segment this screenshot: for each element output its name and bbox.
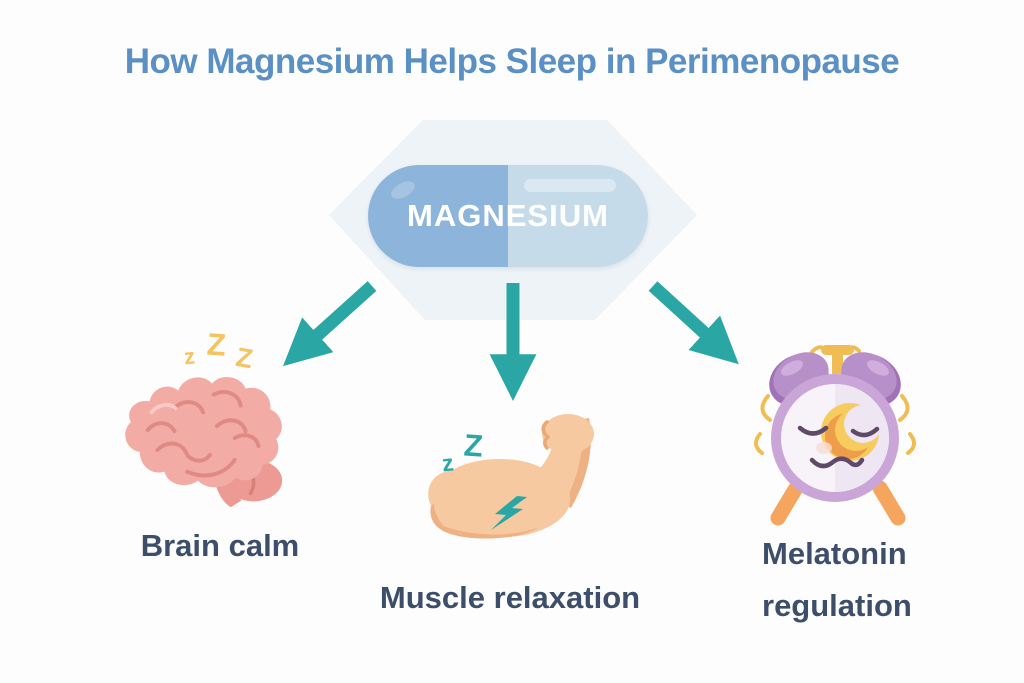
pill-label: MAGNESIUM [407,198,609,233]
pill-left-half [368,165,508,267]
brain-highlight [149,402,178,415]
sleep-z-muscle-1: z [440,449,455,477]
brain-gyri-lines [145,390,261,478]
benefit-label-melatonin-regulation: Melatonin regulation [762,528,982,632]
arrows-group [283,281,739,401]
sleep-z-brain-1: z [182,343,197,370]
clock-legs [770,480,906,526]
clock-face-features [797,425,880,469]
arrow-to-clock-icon [648,281,739,365]
melatonin-label-line1: Melatonin [762,536,907,571]
pill-right-half [508,165,648,267]
arrow-to-brain-icon [283,281,377,367]
page-title: How Magnesium Helps Sleep in Perimenopau… [124,42,900,81]
sleepy-alarm-clock-icon [754,345,916,526]
benefit-label-muscle-relaxation: Muscle relaxation [379,580,641,615]
melatonin-label-line2: regulation [762,588,912,623]
clock-nose-blush [816,442,832,454]
relaxed-biceps-icon [428,414,594,539]
biceps-fist [541,414,594,454]
magnesium-pill: MAGNESIUM [368,165,648,267]
sleep-z-muscle-2: Z [462,427,485,464]
sleeping-brain-icon [125,376,283,508]
clock-stem [821,345,854,374]
relax-bolt-icon [491,496,527,530]
biceps-upper-arm [428,459,571,539]
benefit-label-brain-calm: Brain calm [140,528,300,563]
brain-cerebrum [125,376,282,488]
sleep-z-brain-2: Z [205,326,228,363]
